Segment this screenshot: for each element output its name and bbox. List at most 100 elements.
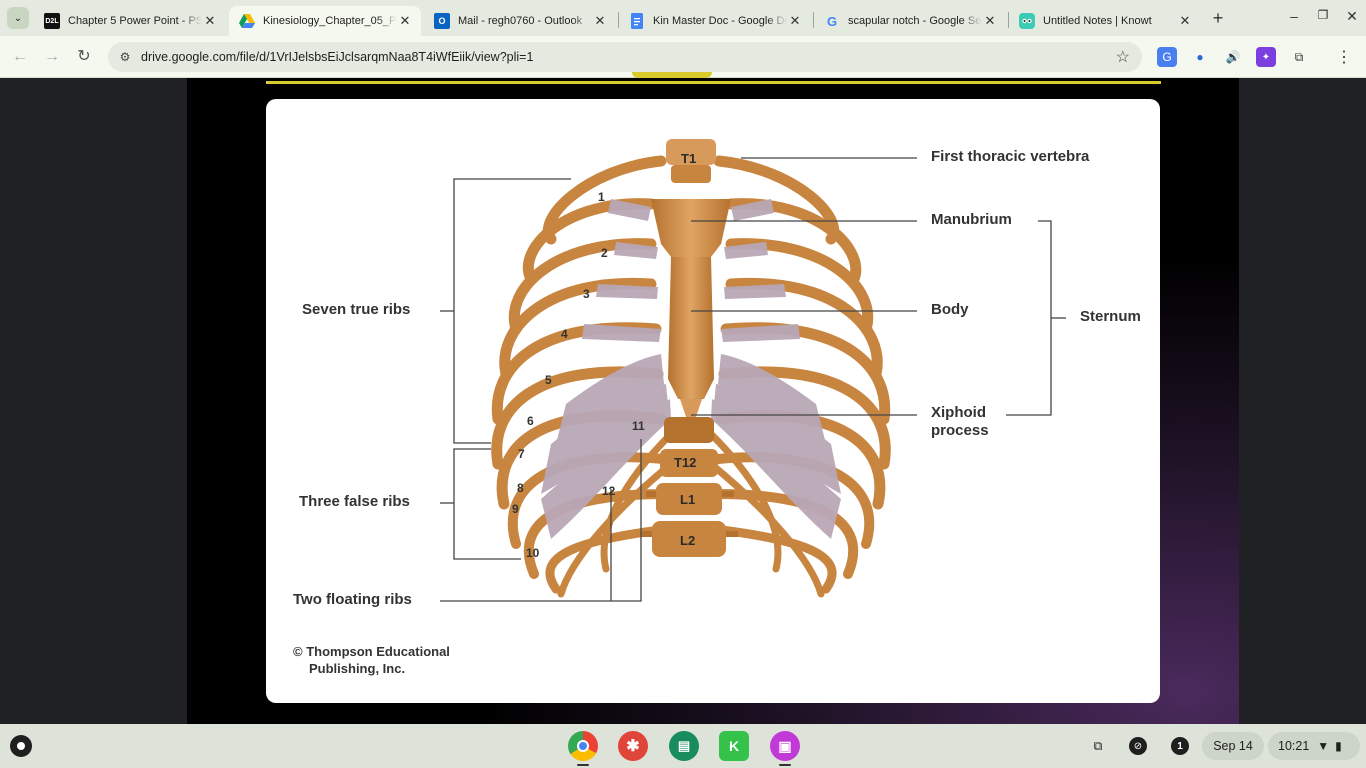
tab-title: Kinesiology_Chapter_05_Power Point [263, 15, 397, 27]
new-tab-button[interactable]: + [1208, 9, 1228, 29]
notification-button[interactable]: 1 [1168, 732, 1192, 760]
time-text: 10:21 [1278, 739, 1309, 753]
date-text: Sep 14 [1213, 739, 1253, 753]
rib-number: 8 [517, 481, 524, 495]
site-info-icon[interactable]: ⚙ [116, 48, 134, 66]
rib-number: 12 [602, 484, 615, 498]
label-body: Body [931, 301, 969, 318]
tab-google-search[interactable]: G scapular notch - Google Search ✕ [814, 6, 1006, 36]
status-area[interactable]: 10:21 ▼ ▮ [1268, 732, 1360, 760]
running-indicator [577, 764, 589, 766]
chevron-down-icon: ⌄ [14, 13, 22, 24]
tab-kinesiology[interactable]: Kinesiology_Chapter_05_Power Point ✕ [229, 6, 421, 36]
tab-search-button[interactable]: ⌄ [7, 7, 29, 29]
rib-number: 5 [545, 373, 552, 387]
close-icon[interactable]: ✕ [787, 13, 803, 29]
rib-number: 1 [598, 190, 605, 204]
knowt-k-letter: K [729, 738, 739, 754]
back-button[interactable]: ← [9, 46, 31, 68]
docs-icon [629, 13, 645, 29]
notification-count-badge: 1 [1171, 737, 1189, 755]
translate-extension-icon[interactable]: G [1157, 47, 1177, 67]
rib-number: 6 [527, 414, 534, 428]
label-xiphoid: Xiphoid [931, 404, 986, 421]
chrome-icon[interactable] [568, 731, 598, 761]
tab-knowt[interactable]: Untitled Notes | Knowt ✕ [1009, 6, 1201, 36]
label-three-false-ribs: Three false ribs [299, 493, 410, 510]
close-icon[interactable]: ✕ [397, 13, 413, 29]
knowt-icon [1019, 13, 1035, 29]
rib-number: 7 [518, 447, 525, 461]
vertebra-label-l1: L1 [680, 492, 695, 507]
rib-number: 11 [632, 419, 645, 433]
address-bar[interactable]: ⚙ drive.google.com/file/d/1VrIJelsbsEiJc… [108, 42, 1142, 72]
tab-title: Chapter 5 Power Point - PS [68, 15, 202, 27]
mic-off-icon[interactable]: ⊘ [1126, 732, 1150, 760]
vertebra-label-l2: L2 [680, 533, 695, 548]
vertebra-label-t1: T1 [681, 151, 696, 166]
notes-icon[interactable]: ▣ [770, 731, 800, 761]
drive-file-viewer: T1 T12 L1 L2 1 2 3 4 5 6 7 8 9 10 11 12 … [0, 78, 1366, 724]
label-first-thoracic-vertebra: First thoracic vertebra [931, 148, 1089, 165]
tab-title: Mail - regh0760 - Outlook [458, 15, 592, 27]
copyright-line-1: © Thompson Educational [293, 643, 450, 660]
url-text[interactable]: drive.google.com/file/d/1VrIJelsbsEiJcls… [141, 50, 533, 64]
rib-cage-illustration [266, 99, 1160, 703]
tab-strip: ⌄ D2L Chapter 5 Power Point - PS ✕ Kines… [0, 0, 1366, 36]
rib-number: 9 [512, 502, 519, 516]
battery-icon: ▮ [1335, 739, 1342, 753]
label-process: process [931, 422, 989, 439]
tab-kin-master-doc[interactable]: Kin Master Doc - Google Docs ✕ [619, 6, 811, 36]
classroom-icon[interactable]: ▤ [669, 731, 699, 761]
restore-button[interactable]: ❐ [1313, 8, 1333, 22]
d2l-favicon-icon: D2L [44, 13, 60, 29]
knowt-k-icon[interactable]: K [719, 731, 749, 761]
date-pill[interactable]: Sep 14 [1202, 732, 1264, 760]
reload-icon: ↻ [77, 48, 90, 65]
minimize-icon: – [1290, 8, 1298, 24]
minimize-button[interactable]: – [1284, 8, 1304, 24]
tab-title: Kin Master Doc - Google Docs [653, 15, 787, 27]
close-icon[interactable]: ✕ [202, 13, 218, 29]
tab-outlook[interactable]: O Mail - regh0760 - Outlook ✕ [424, 6, 616, 36]
rib-cage-figure-panel: T1 T12 L1 L2 1 2 3 4 5 6 7 8 9 10 11 12 … [266, 99, 1160, 703]
drive-icon [239, 13, 255, 29]
label-sternum: Sternum [1080, 308, 1141, 325]
forward-arrow-icon: → [44, 48, 60, 65]
tab-title: Untitled Notes | Knowt [1043, 15, 1177, 27]
label-two-floating-ribs: Two floating ribs [293, 591, 412, 608]
puzzle-extension-icon[interactable]: ✦ [1256, 47, 1276, 67]
close-icon[interactable]: ✕ [982, 13, 998, 29]
close-icon[interactable]: ✕ [1177, 13, 1193, 29]
slide-title-underline [266, 81, 1161, 84]
screenshot-tray-icon[interactable]: ⧉ [1086, 732, 1110, 760]
speaker-extension-icon[interactable]: 🔊 [1223, 47, 1243, 67]
reload-button[interactable]: ↻ [73, 46, 95, 68]
restore-icon: ❐ [1318, 8, 1329, 22]
forward-button[interactable]: → [41, 46, 63, 68]
chrome-center-icon [577, 740, 589, 752]
running-indicator [779, 764, 791, 766]
google-icon: G [824, 13, 840, 29]
copyright-notice: © Thompson Educational Publishing, Inc. [293, 643, 450, 677]
slide-title-fragment [632, 72, 712, 78]
close-icon: ✕ [1346, 8, 1358, 24]
bookmark-star-icon[interactable]: ☆ [1116, 47, 1130, 67]
outlook-icon: O [434, 13, 450, 29]
launcher-icon [17, 742, 25, 750]
close-icon[interactable]: ✕ [592, 13, 608, 29]
copyright-line-2: Publishing, Inc. [293, 660, 450, 677]
tab-chapter5[interactable]: D2L Chapter 5 Power Point - PS ✕ [34, 6, 226, 36]
more-menu-icon[interactable]: ⋮ [1334, 47, 1354, 67]
extensions-menu-icon[interactable]: ⧉ [1289, 47, 1309, 67]
mic-muted-icon: ⊘ [1129, 737, 1147, 755]
close-window-button[interactable]: ✕ [1342, 8, 1362, 25]
rib-number: 2 [601, 246, 608, 260]
rib-number: 4 [561, 327, 568, 341]
rib-number: 10 [526, 546, 539, 560]
launcher-button[interactable] [10, 735, 32, 757]
canvas-icon[interactable]: ✱ [618, 731, 648, 761]
vertebra-label-t12: T12 [674, 455, 696, 470]
tab-title: scapular notch - Google Search [848, 15, 982, 27]
extension-blue-icon[interactable]: ● [1190, 47, 1210, 67]
